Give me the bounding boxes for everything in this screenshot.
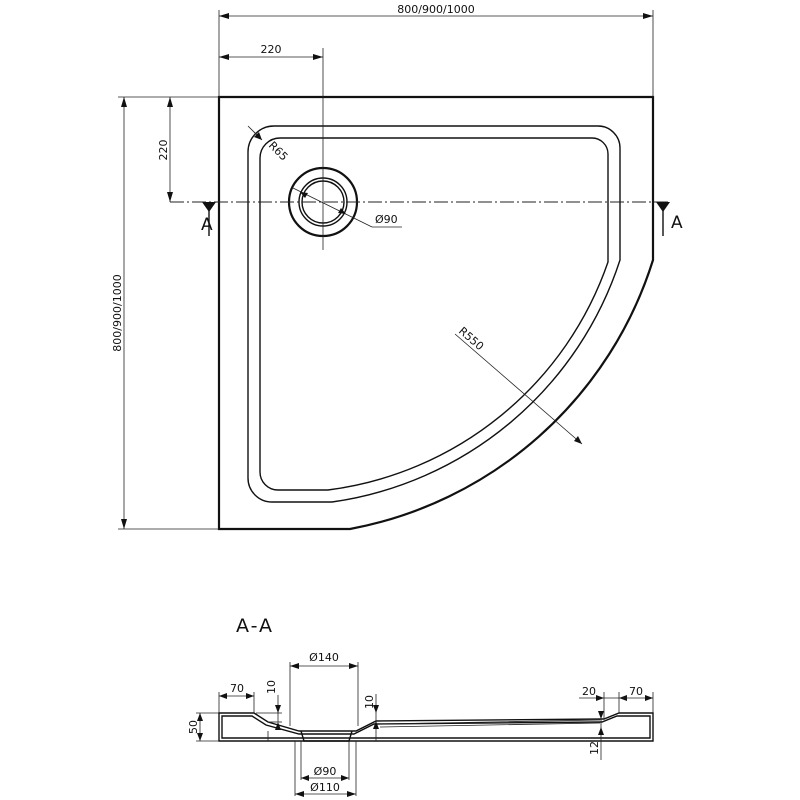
- slope-right-dimension: 12: [588, 711, 604, 760]
- offset-x-dimension: 220: [219, 43, 323, 60]
- slope-hatch: [379, 719, 601, 728]
- section-label-right: A: [671, 213, 683, 233]
- section-label-left: A: [201, 215, 213, 235]
- basin-outline-outer: [247, 125, 621, 503]
- rim-right-label: 70: [629, 685, 643, 698]
- drop-center-label: 10: [363, 695, 376, 709]
- tray-outer-outline: [217, 95, 655, 531]
- drain-diameter-leader: Ø90: [292, 187, 402, 228]
- tray-profile-inner: [221, 715, 651, 739]
- tray-profile-outer: [218, 712, 654, 742]
- height-section-label: 50: [187, 720, 200, 734]
- rim-left-label: 70: [230, 682, 244, 695]
- drop-left-dimension: 10: [256, 680, 282, 730]
- corner-radius-label: R65: [266, 139, 290, 163]
- section-view: A-A Ø140 Ø90: [187, 615, 654, 797]
- rim-left-dimension: 70: [218, 682, 255, 713]
- drain-diameter-label: Ø90: [375, 213, 398, 226]
- rim-right-dimension: 70: [619, 685, 654, 713]
- drain-inner-dimension: Ø90: [300, 741, 350, 781]
- corner-radius-leader: R65: [247, 125, 290, 163]
- drain-base-dimension: Ø110: [294, 741, 357, 797]
- drop-center-dimension: 10: [363, 694, 379, 729]
- slope-right-label: 12: [588, 741, 601, 755]
- section-marker-right: A: [656, 202, 683, 236]
- section-title: A-A: [236, 615, 274, 637]
- drain-pipe: [300, 730, 353, 742]
- width-dimension: 800/900/1000: [218, 3, 654, 97]
- drop-left-label: 10: [265, 680, 278, 694]
- offset-y-label: 220: [157, 140, 170, 161]
- drain-outer-label: Ø140: [309, 651, 339, 664]
- drain-inner-label: Ø90: [314, 765, 337, 778]
- offset-y-dimension: 220: [157, 97, 173, 202]
- edge-right-label: 20: [582, 685, 596, 698]
- arc-radius-leader: R550: [454, 324, 583, 445]
- height-dimension: 800/900/1000: [111, 96, 219, 530]
- drain-base-label: Ø110: [310, 781, 340, 794]
- offset-x-label: 220: [261, 43, 282, 56]
- height-dim-label: 800/900/1000: [111, 274, 124, 351]
- drain-outer-dimension: Ø140: [289, 651, 359, 726]
- section-marker-left: A: [201, 202, 216, 236]
- height-section-dimension: 50: [187, 712, 219, 742]
- basin-outline-inner: [259, 137, 609, 491]
- edge-right-dimension: 20: [579, 685, 627, 719]
- width-dim-label: 800/900/1000: [397, 3, 474, 16]
- top-view: A A 800/900/1000 220: [111, 3, 683, 531]
